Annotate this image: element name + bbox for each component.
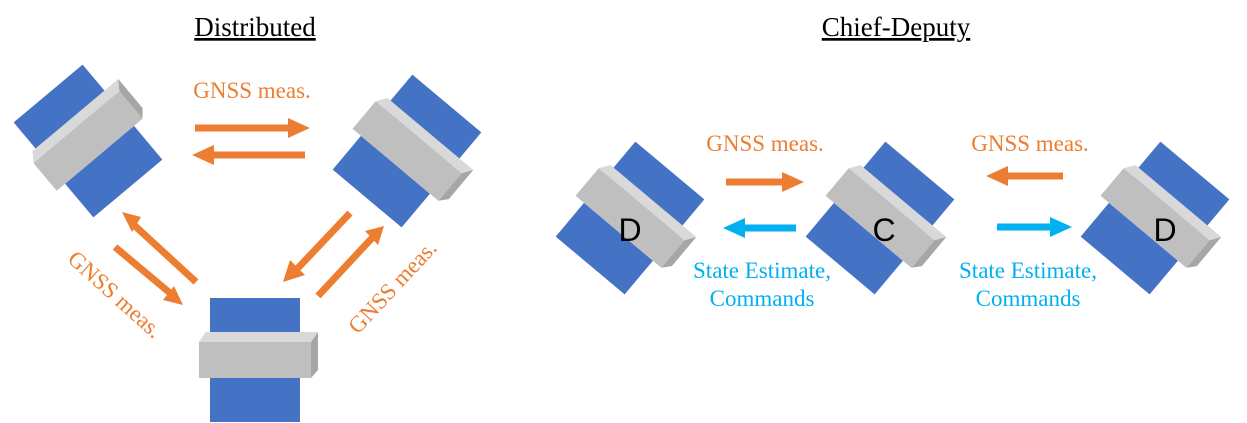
chief-letter: C	[872, 212, 895, 248]
arrow-chief-to-deputy-right	[997, 217, 1072, 237]
state-label-left-line1: State Estimate,	[693, 258, 831, 283]
arrow-deputy-to-chief-right	[986, 166, 1063, 186]
state-label-right-line1: State Estimate,	[959, 258, 1097, 283]
arrow-top-left	[192, 145, 305, 165]
arrow-left-down	[112, 244, 183, 305]
state-label-left-line2: Commands	[710, 286, 815, 311]
arrow-right-down	[283, 210, 353, 282]
gnss-label-left-link: GNSS meas.	[706, 131, 824, 156]
arrow-top-right	[195, 118, 310, 138]
chief-deputy-title: Chief-Deputy	[822, 12, 971, 42]
gnss-label-top: GNSS meas.	[193, 78, 311, 103]
deputy-left-letter: D	[618, 212, 641, 248]
arrow-chief-to-deputy-left	[723, 218, 796, 238]
satellite-top-left	[5, 53, 177, 225]
arrow-deputy-to-chief-left	[726, 172, 804, 192]
gnss-label-left: GNSS meas.	[63, 246, 167, 343]
state-label-right-line2: Commands	[976, 286, 1081, 311]
arrow-left-up	[122, 212, 199, 285]
satellite-bottom	[199, 298, 318, 422]
deputy-right-letter: D	[1153, 212, 1176, 248]
gnss-label-right-link: GNSS meas.	[971, 131, 1089, 156]
arrow-right-up	[315, 226, 384, 299]
distributed-title: Distributed	[194, 12, 316, 42]
